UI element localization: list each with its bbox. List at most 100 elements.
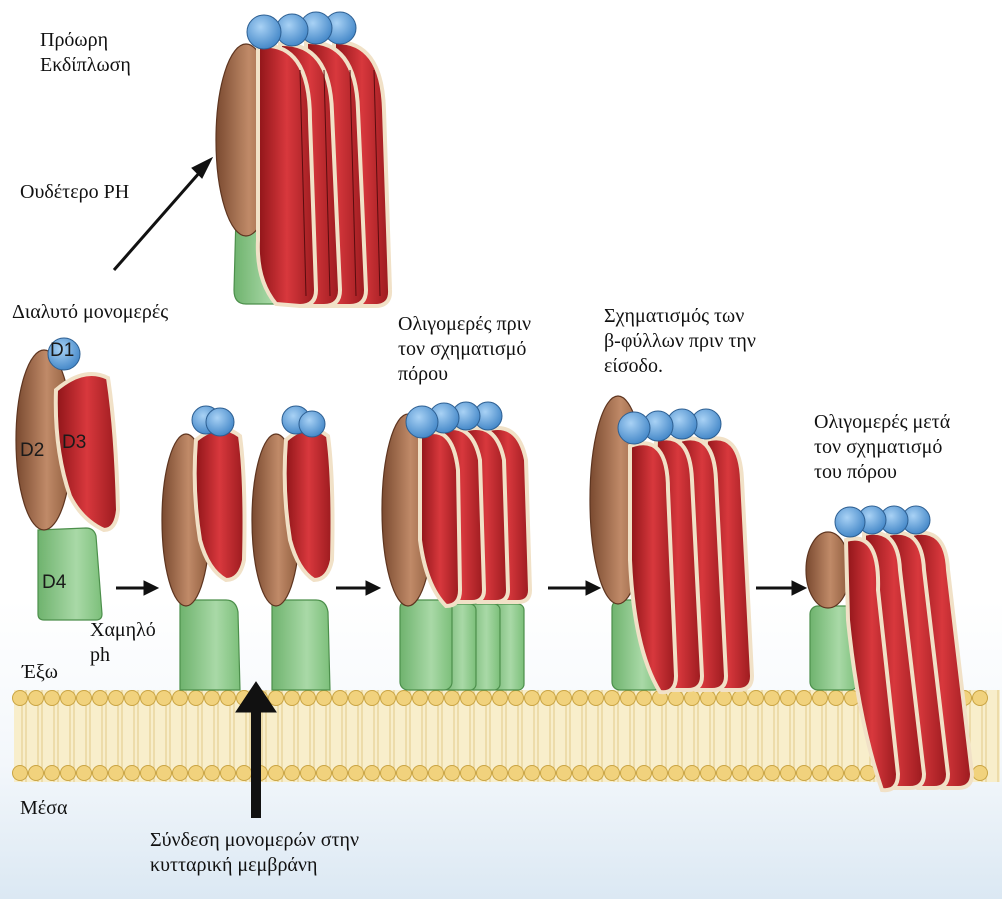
lipid-head [669, 766, 684, 781]
lipid-head [509, 766, 524, 781]
lipid-head [477, 691, 492, 706]
lipid-head [541, 691, 556, 706]
lipid-head [413, 766, 428, 781]
label-membrane-binding: Σύνδεση μονομερών στην κυτταρική μεμβράν… [150, 828, 359, 878]
lipid-head [509, 691, 524, 706]
lipid-head [781, 691, 796, 706]
label-low-ph: Χαμηλό ph [90, 618, 156, 668]
domain-label-d2: D2 [20, 440, 44, 462]
label-outside: Έξω [22, 660, 58, 685]
lipid-head [765, 691, 780, 706]
lipid-head [125, 766, 140, 781]
lipid-head [829, 691, 844, 706]
lipid-head [157, 766, 172, 781]
lipid-head [797, 691, 812, 706]
lipid-head [733, 766, 748, 781]
lipid-head [493, 766, 508, 781]
lipid-head [813, 691, 828, 706]
lipid-head [333, 766, 348, 781]
lipid-head [189, 691, 204, 706]
lipid-head [525, 766, 540, 781]
lipid-head [77, 766, 92, 781]
lipid-head [221, 766, 236, 781]
lipid-head [525, 691, 540, 706]
lipid-head [685, 766, 700, 781]
lipid-head [365, 691, 380, 706]
lipid-head [397, 691, 412, 706]
lipid-head [429, 691, 444, 706]
lipid-head [13, 766, 28, 781]
label-beta-sheet-formation: Σχηματισμός των β-φύλλων πριν την είσοδο… [604, 304, 756, 379]
lipid-head [205, 691, 220, 706]
lipid-head [429, 766, 444, 781]
lipid-head [541, 766, 556, 781]
beta-sheet-forming-oligomer [590, 396, 752, 692]
lipid-head [557, 691, 572, 706]
lipid-head [749, 691, 764, 706]
lipid-head [749, 766, 764, 781]
lipid-head [701, 691, 716, 706]
lipid-head [589, 766, 604, 781]
label-prepore-oligomer: Ολιγομερές πριν τον σχηματισμό πόρου [398, 312, 531, 387]
lipid-head [333, 691, 348, 706]
lipid-head [381, 691, 396, 706]
label-inside: Μέσα [20, 796, 67, 821]
lipid-head [109, 691, 124, 706]
lipid-head [93, 766, 108, 781]
domain-label-d1: D1 [50, 340, 74, 362]
lipid-head [445, 691, 460, 706]
lipid-head [685, 691, 700, 706]
lipid-head [461, 691, 476, 706]
lipid-head [45, 691, 60, 706]
lipid-head [781, 766, 796, 781]
lipid-head [173, 691, 188, 706]
lipid-head [797, 766, 812, 781]
prepore-oligomer [382, 402, 530, 690]
lipid-head [285, 691, 300, 706]
lipid-head [93, 691, 108, 706]
lipid-head [189, 766, 204, 781]
lipid-head [845, 766, 860, 781]
lipid-head [173, 766, 188, 781]
lipid-heads-inner [13, 766, 988, 781]
lipid-head [621, 691, 636, 706]
lipid-head [397, 766, 412, 781]
lipid-head [77, 691, 92, 706]
lipid-head [829, 766, 844, 781]
label-soluble-monomer: Διαλυτό μονομερές [12, 300, 168, 325]
lipid-head [813, 766, 828, 781]
lipid-head [461, 766, 476, 781]
lipid-head [573, 691, 588, 706]
lipid-head [301, 691, 316, 706]
lipid-head [13, 691, 28, 706]
lipid-head [349, 691, 364, 706]
lipid-head [765, 766, 780, 781]
lipid-head [717, 766, 732, 781]
lipid-head [381, 766, 396, 781]
lipid-head [973, 766, 988, 781]
lipid-head [141, 691, 156, 706]
lipid-head [605, 766, 620, 781]
lipid-head [445, 766, 460, 781]
label-neutral-ph: Ουδέτερο PH [20, 180, 129, 205]
lipid-head [29, 691, 44, 706]
lipid-head [669, 691, 684, 706]
lipid-head [701, 766, 716, 781]
lipid-head [141, 766, 156, 781]
lipid-head [157, 691, 172, 706]
lipid-head [301, 766, 316, 781]
cell-membrane [13, 690, 1001, 782]
lipid-heads-outer [13, 691, 988, 706]
lipid-head [29, 766, 44, 781]
lipid-head [317, 691, 332, 706]
lipid-head [589, 691, 604, 706]
domain-label-d4: D4 [42, 572, 66, 594]
lipid-head [637, 691, 652, 706]
lipid-head [557, 766, 572, 781]
lipid-head [317, 766, 332, 781]
lipid-head [125, 691, 140, 706]
lipid-head [285, 766, 300, 781]
lipid-head [349, 766, 364, 781]
lipid-head [973, 691, 988, 706]
